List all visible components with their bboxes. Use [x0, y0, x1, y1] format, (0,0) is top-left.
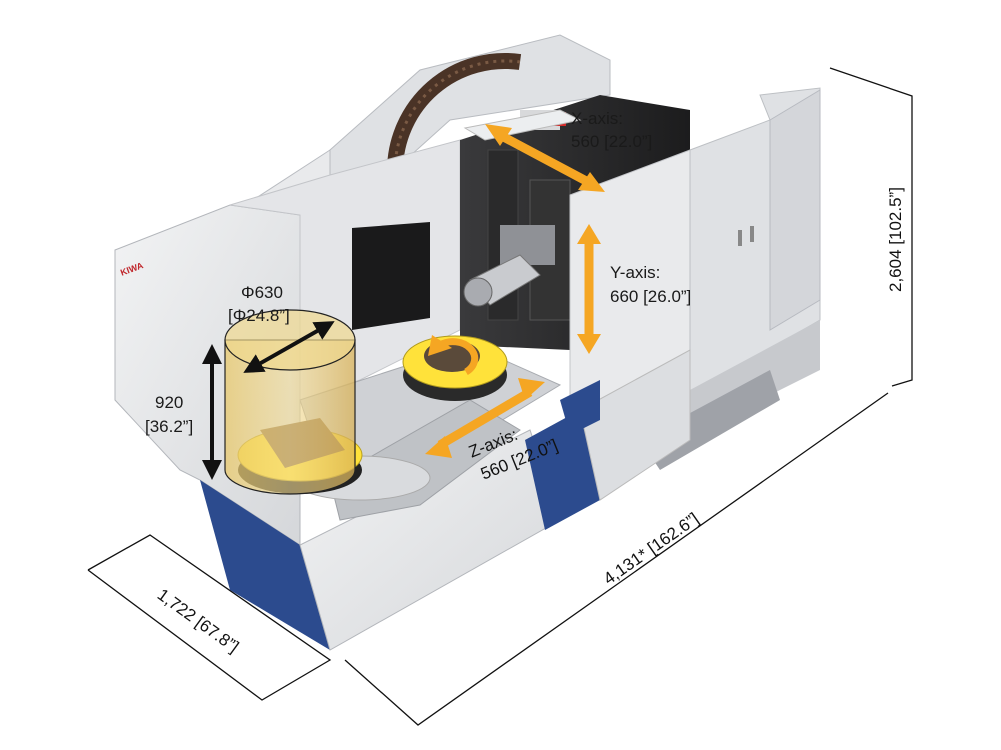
length-dimension-line: [344, 392, 889, 726]
dimension-lines: [87, 67, 913, 726]
overall-height-dimension: 2,604 [102.5”]: [886, 187, 905, 292]
x-axis-value: 560 [22.0”]: [571, 132, 653, 151]
rotation-icon: [428, 335, 479, 376]
diameter-arrow: [243, 321, 335, 373]
axis-arrows: [425, 124, 605, 458]
depth-dimension-line: [87, 534, 332, 701]
height-dimension-line: [829, 67, 913, 387]
x-axis-arrow: [485, 124, 605, 192]
z-axis-arrow: [425, 378, 545, 458]
y-axis-arrow: [577, 224, 601, 354]
x-axis-title: X-axis:: [571, 109, 623, 128]
workpiece-height-inches: [36.2”]: [145, 417, 194, 436]
workpiece-diameter: Φ630: [241, 283, 283, 302]
work-envelope-cylinder: [224, 309, 356, 495]
workpiece-arrows: [202, 321, 335, 480]
y-axis-title: Y-axis:: [610, 263, 661, 282]
y-axis-value: 660 [26.0”]: [610, 287, 692, 306]
workpiece-diameter-inches: [Φ24.8”]: [228, 306, 290, 325]
workpiece-height: 920: [155, 393, 184, 412]
